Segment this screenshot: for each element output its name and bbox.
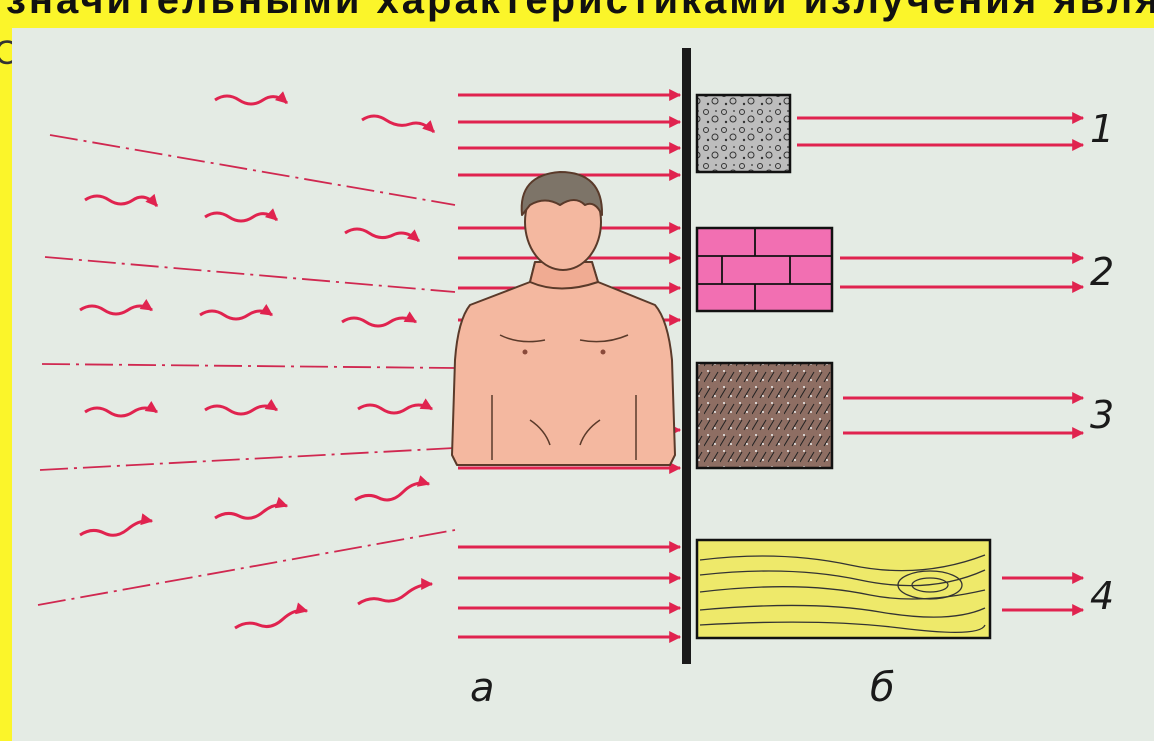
wave-arrow — [200, 311, 272, 319]
label-material-1: 1 — [1090, 110, 1114, 148]
wave-arrow — [235, 610, 307, 628]
wave-arrow — [80, 306, 152, 314]
wave-arrow — [85, 408, 157, 416]
label-material-4: 4 — [1090, 577, 1114, 615]
outgoing-arrows — [797, 118, 1083, 610]
material-block-brick — [697, 228, 832, 311]
wave-arrow — [358, 584, 432, 604]
wave-arrows — [80, 96, 434, 628]
wave-arrow — [205, 213, 277, 221]
material-block-wood — [697, 540, 990, 638]
wave-arrow — [215, 96, 287, 104]
wave-arrow — [85, 196, 157, 206]
label-a: а — [470, 668, 495, 708]
label-b: б — [870, 668, 895, 708]
wave-arrow — [355, 483, 429, 500]
material-block-composite — [697, 363, 832, 468]
ray-lines — [38, 135, 455, 605]
ray-line — [45, 257, 455, 292]
wave-arrow — [342, 318, 416, 326]
ray-line — [50, 135, 455, 205]
wave-arrow — [205, 406, 277, 414]
label-material-2: 2 — [1090, 253, 1114, 291]
ray-line — [42, 364, 455, 368]
barrier-line — [682, 48, 691, 664]
wave-arrow — [358, 405, 432, 413]
wave-arrow — [215, 505, 287, 518]
wave-arrow — [345, 229, 419, 241]
wave-arrow — [362, 116, 434, 132]
human-figure — [452, 172, 675, 465]
wave-arrow — [80, 521, 152, 536]
label-material-3: 3 — [1090, 396, 1114, 434]
material-block-concrete — [697, 95, 790, 172]
ray-line — [38, 530, 455, 605]
ray-line — [40, 448, 455, 470]
